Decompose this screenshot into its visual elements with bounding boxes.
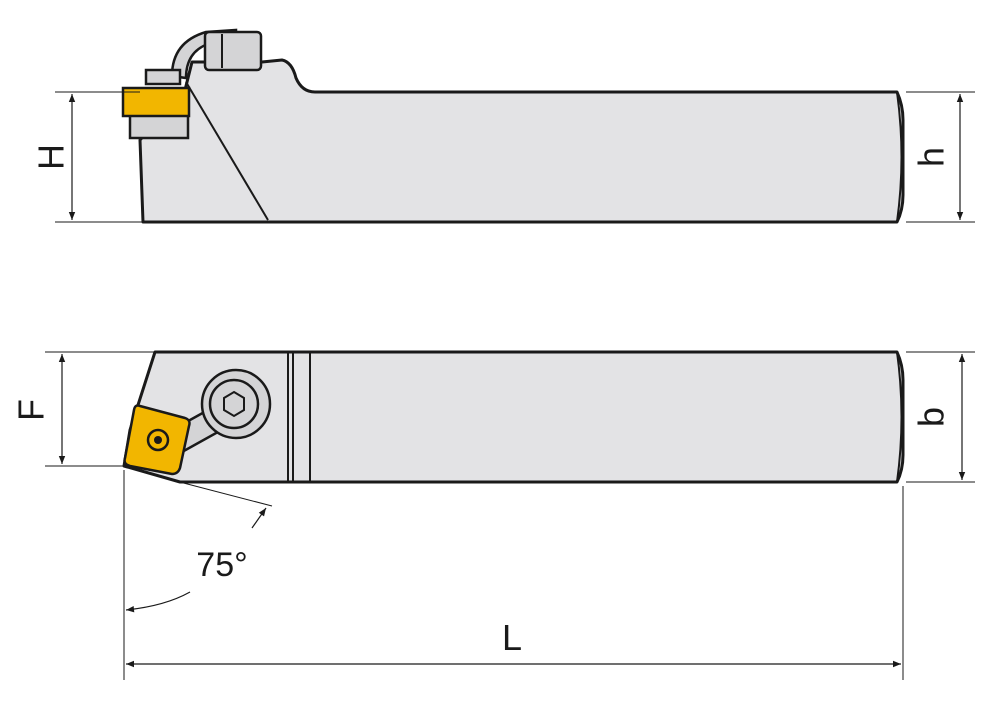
side-view: H h — [31, 28, 975, 224]
top-view-clamp-inner — [208, 378, 260, 430]
side-view-shank — [138, 58, 905, 224]
F-label: F — [11, 399, 52, 421]
h-label: h — [911, 147, 952, 167]
angle-arc — [125, 591, 191, 613]
side-view-shank-end — [896, 91, 903, 223]
top-view-shank — [122, 350, 905, 484]
L-label: L — [502, 617, 522, 658]
side-view-clamp-block — [203, 30, 263, 72]
side-view-screw-head — [144, 68, 182, 86]
angle-ext-line — [171, 479, 273, 507]
H-label: H — [31, 144, 72, 170]
angle-label: 75° — [196, 546, 247, 584]
angle-arrow-top — [251, 507, 267, 529]
side-view-head-line — [185, 81, 269, 221]
side-view-insert — [121, 86, 191, 118]
hex-socket-icon — [223, 390, 245, 418]
insert-screw-center — [154, 436, 162, 444]
top-view: F b 75° L — [11, 350, 975, 680]
top-view-shank-end — [896, 351, 903, 483]
b-label: b — [911, 407, 952, 427]
